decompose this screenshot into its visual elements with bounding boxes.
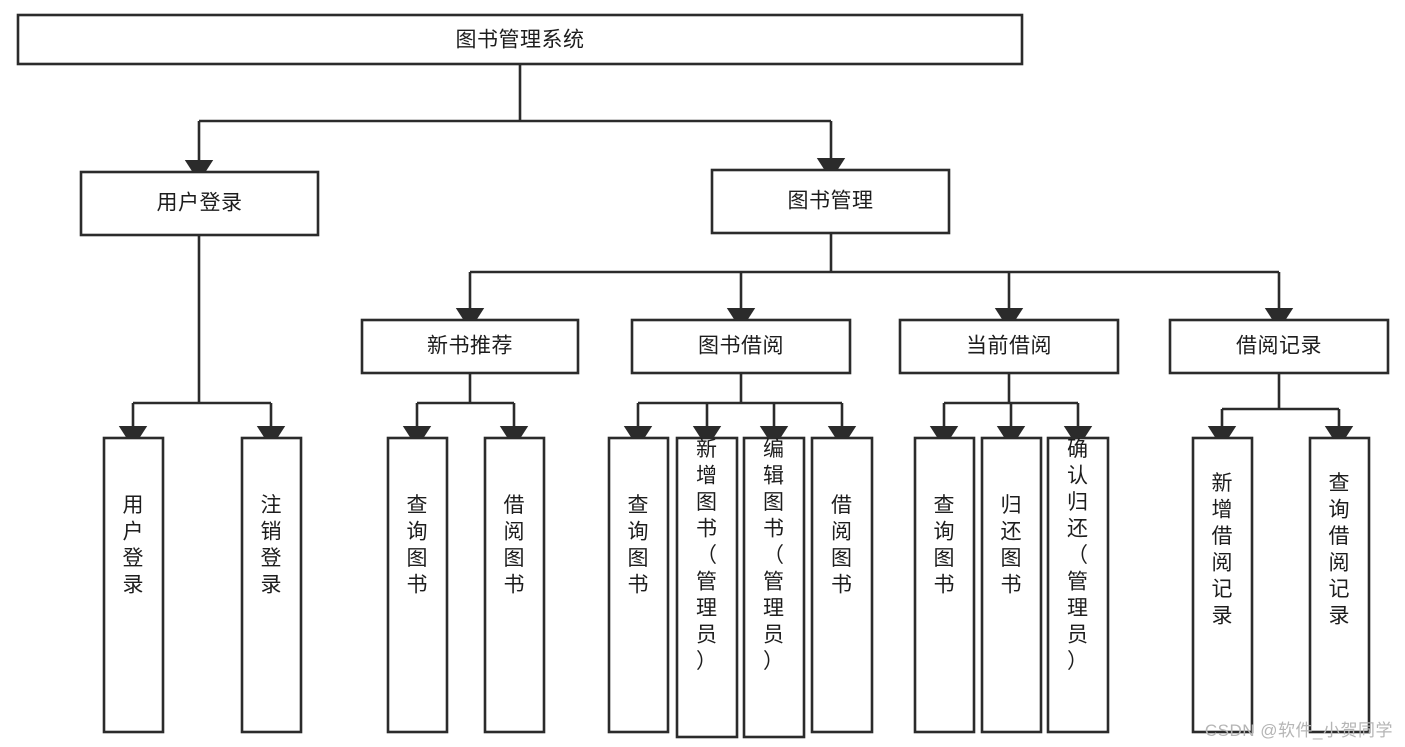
leaf-borrow-book[interactable]: 借阅图书	[810, 436, 874, 734]
node-borrow-record-label: 借阅记录	[1236, 335, 1322, 358]
node-current-borrow-label: 当前借阅	[966, 335, 1052, 358]
node-user-login-box[interactable]	[79, 170, 320, 237]
node-book-borrow-label: 图书借阅	[698, 335, 784, 358]
node-current-borrow-box[interactable]	[898, 318, 1120, 375]
leaf-user-login[interactable]: 用户登录	[102, 436, 165, 734]
leaf-confirm-return-box[interactable]	[1046, 436, 1110, 734]
leaf-query-book-rec-box[interactable]	[386, 436, 449, 734]
leaf-query-book-cur-box[interactable]	[913, 436, 976, 734]
connector-layer	[118, 64, 1354, 448]
leaf-query-book-rec-label: 查询图书	[407, 494, 429, 597]
node-root[interactable]: 图书管理系统	[16, 13, 1024, 66]
node-new-book-rec-box[interactable]	[360, 318, 580, 375]
leaf-query-book-cur[interactable]: 查询图书	[913, 436, 976, 734]
leaf-query-book-rec[interactable]: 查询图书	[386, 436, 449, 734]
leaf-query-book-borrow-label: 查询图书	[628, 494, 650, 597]
leaf-confirm-return-label: 确认归还（管理员）	[1067, 438, 1089, 673]
leaf-add-book[interactable]: 新增图书（管理员）	[675, 436, 739, 739]
node-root-label: 图书管理系统	[456, 29, 585, 52]
node-book-manage[interactable]: 图书管理	[710, 168, 951, 235]
leaf-user-login-box[interactable]	[102, 436, 165, 734]
node-new-book-rec-label: 新书推荐	[427, 335, 513, 358]
leaf-add-record[interactable]: 新增借阅记录	[1191, 436, 1254, 734]
node-borrow-record-box[interactable]	[1168, 318, 1390, 375]
leaf-add-book-box[interactable]	[675, 436, 739, 739]
node-borrow-record[interactable]: 借阅记录	[1168, 318, 1390, 375]
leaf-borrow-book-box[interactable]	[810, 436, 874, 734]
node-book-manage-label: 图书管理	[788, 190, 874, 213]
leaf-user-logout[interactable]: 注销登录	[240, 436, 303, 734]
node-new-book-rec[interactable]: 新书推荐	[360, 318, 580, 375]
leaf-confirm-return[interactable]: 确认归还（管理员）	[1046, 436, 1110, 734]
leaf-return-book[interactable]: 归还图书	[980, 436, 1043, 734]
leaf-edit-book[interactable]: 编辑图书（管理员）	[742, 436, 806, 739]
leaf-borrow-book-rec[interactable]: 借阅图书	[483, 436, 546, 734]
leaf-user-logout-box[interactable]	[240, 436, 303, 734]
leaf-user-logout-label: 注销登录	[261, 494, 283, 597]
leaf-add-record-label: 新增借阅记录	[1212, 472, 1234, 628]
node-book-manage-box[interactable]	[710, 168, 951, 235]
leaf-edit-book-box[interactable]	[742, 436, 806, 739]
node-current-borrow[interactable]: 当前借阅	[898, 318, 1120, 375]
node-root-box[interactable]	[16, 13, 1024, 66]
leaf-edit-book-label: 编辑图书（管理员）	[763, 438, 785, 673]
leaf-return-book-label: 归还图书	[1001, 494, 1023, 597]
leaf-query-book-borrow-box[interactable]	[607, 436, 670, 734]
leaf-query-record-box[interactable]	[1308, 436, 1371, 734]
leaf-user-login-label: 用户登录	[123, 494, 145, 597]
leaf-add-record-box[interactable]	[1191, 436, 1254, 734]
leaf-query-record-label: 查询借阅记录	[1329, 472, 1351, 628]
leaf-query-book-cur-label: 查询图书	[934, 494, 956, 597]
leaf-return-book-box[interactable]	[980, 436, 1043, 734]
node-user-login[interactable]: 用户登录	[79, 170, 320, 237]
leaf-borrow-book-rec-box[interactable]	[483, 436, 546, 734]
leaf-query-record[interactable]: 查询借阅记录	[1308, 436, 1371, 734]
node-book-borrow-box[interactable]	[630, 318, 852, 375]
leaf-add-book-label: 新增图书（管理员）	[696, 438, 718, 673]
csdn-watermark: CSDN @软件_小贺同学	[1204, 721, 1393, 740]
node-user-login-label: 用户登录	[157, 192, 243, 215]
leaf-borrow-book-rec-label: 借阅图书	[504, 494, 526, 597]
leaf-borrow-book-label: 借阅图书	[831, 494, 853, 597]
node-book-borrow[interactable]: 图书借阅	[630, 318, 852, 375]
leaf-query-book-borrow[interactable]: 查询图书	[607, 436, 670, 734]
